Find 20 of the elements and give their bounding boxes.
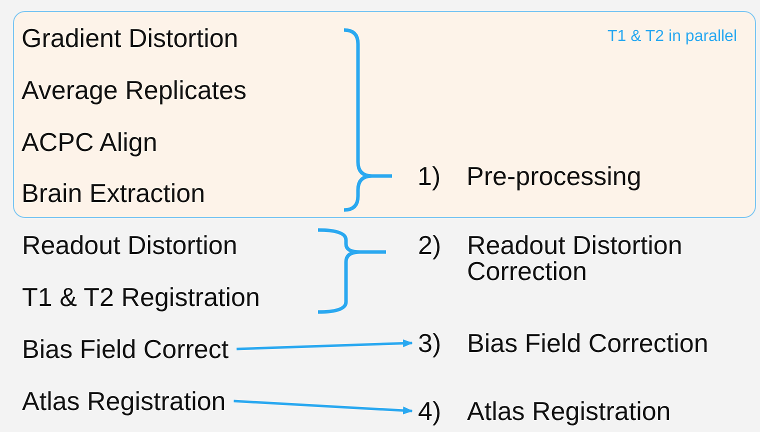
stage-label: Atlas Registration xyxy=(467,398,672,424)
panel-heading: T1 & T2 in parallel xyxy=(607,28,737,46)
step-label: Average Replicates xyxy=(22,74,246,104)
arrow xyxy=(234,400,413,414)
step-label: Bias Field Correct xyxy=(22,334,229,364)
step-number: 4) xyxy=(418,398,442,424)
stage-label: Bias Field Correction xyxy=(467,330,710,356)
step-number: 1) xyxy=(418,162,442,188)
step-number: 2) xyxy=(418,232,442,262)
step-label: Readout Distortion xyxy=(22,230,238,260)
stage-label: Pre-processing xyxy=(466,162,642,188)
arrow xyxy=(236,339,413,350)
step-label: Atlas Registration xyxy=(22,386,226,416)
step-label: ACPC Align xyxy=(22,126,158,156)
step-number: 3) xyxy=(418,330,442,356)
step-label: Gradient Distortion xyxy=(22,22,238,52)
step-label: Brain Extraction xyxy=(22,178,206,208)
step-label: T1 & T2 Registration xyxy=(22,282,260,312)
stage-label: Readout Distortion Correction xyxy=(467,232,684,284)
group-panel xyxy=(13,11,756,218)
